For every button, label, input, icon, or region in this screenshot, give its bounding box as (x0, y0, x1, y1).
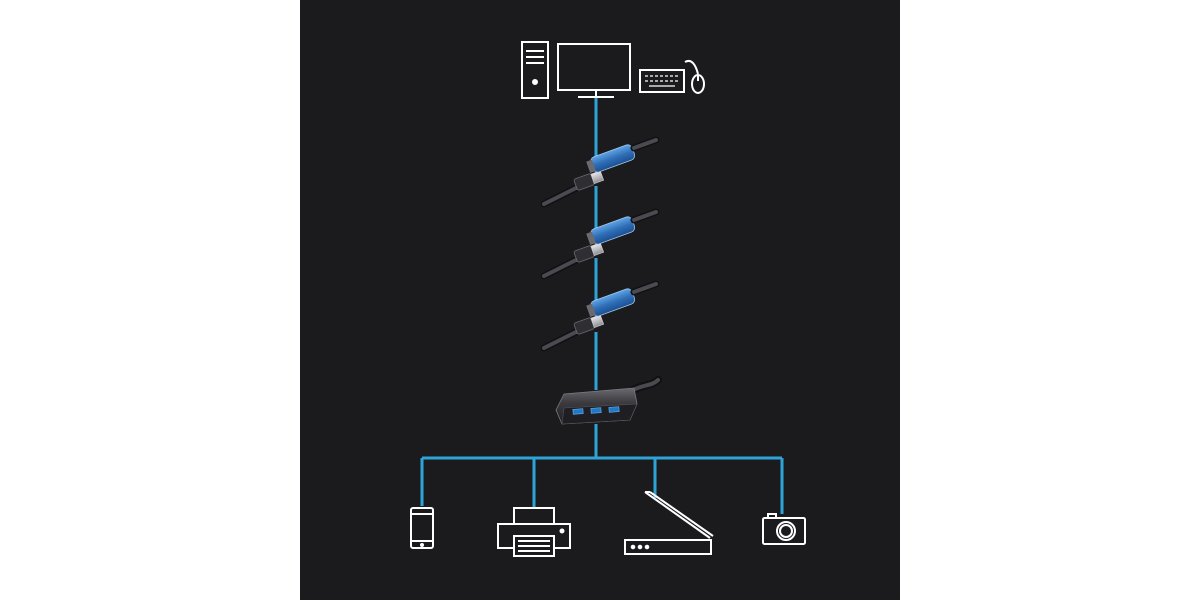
devices (410, 491, 806, 557)
usb-topology-diagram (300, 0, 900, 600)
diagram-panel (300, 0, 900, 600)
printer-icon (497, 507, 571, 557)
mouse-icon (684, 60, 705, 94)
usb-hub-icon (555, 376, 662, 425)
camera-icon (762, 513, 806, 545)
usb-active-extension-cable-icon (540, 280, 660, 352)
monitor-icon (557, 43, 631, 98)
connection-lines (420, 96, 784, 514)
flatbed-scanner-icon (624, 491, 714, 555)
usb-active-extension-cable-icon (540, 208, 660, 280)
host-computer (521, 41, 705, 99)
smartphone-icon (410, 507, 434, 549)
pc-tower-icon (521, 41, 549, 99)
keyboard-icon (639, 69, 685, 93)
usb-active-extension-cable-icon (540, 136, 660, 208)
hub-ports (572, 406, 620, 415)
